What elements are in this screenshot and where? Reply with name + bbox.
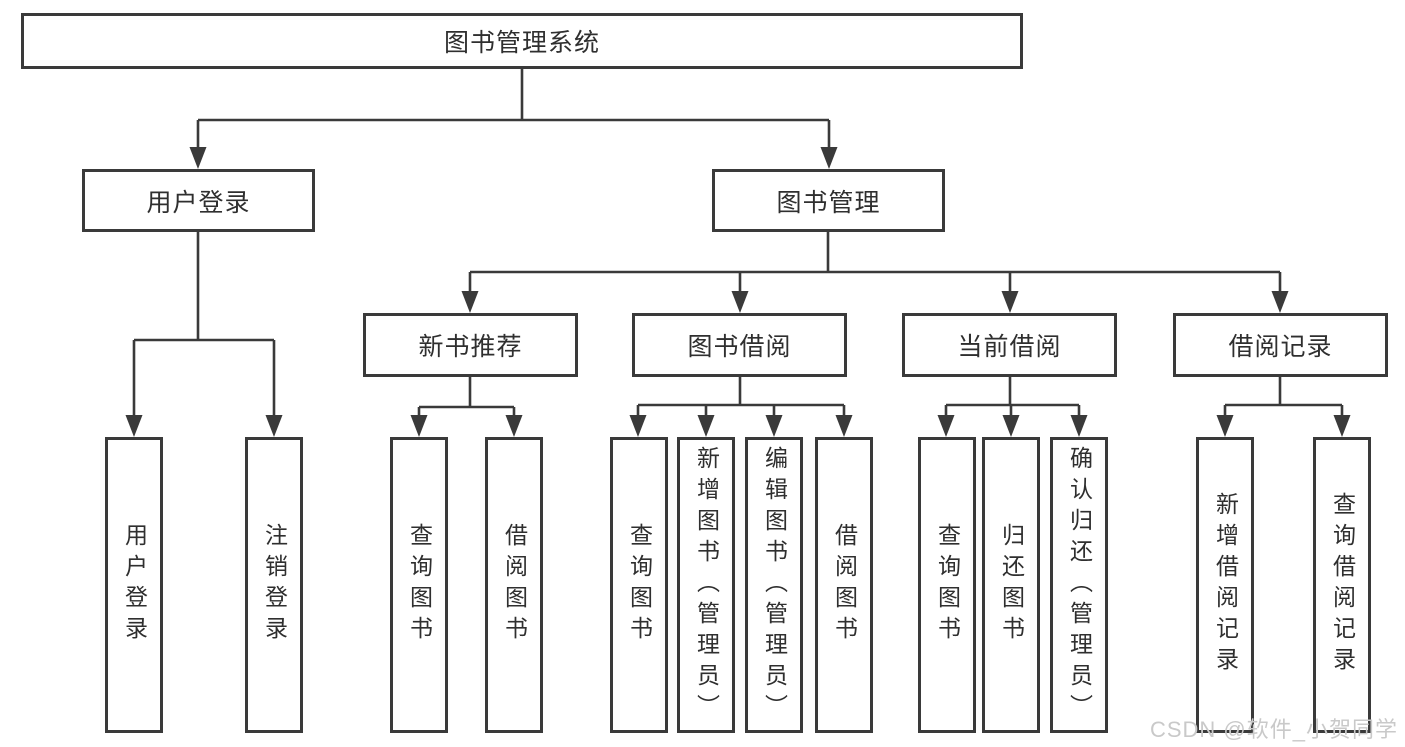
node-book-borrow: 图书借阅 <box>632 313 847 377</box>
node-label: 新增图书（管理员） <box>693 445 720 725</box>
node-borrow-records: 借阅记录 <box>1173 313 1388 377</box>
leaf-cb-confirm-return: 确认归还（管理员） <box>1050 437 1108 733</box>
leaf-nb-query-books: 查询图书 <box>390 437 448 733</box>
node-label: 编辑图书（管理员） <box>761 445 788 725</box>
node-label: 归还图书 <box>998 523 1025 647</box>
node-label: 用户登录 <box>146 188 251 217</box>
node-label: 图书管理 <box>776 188 881 217</box>
node-label: 注销登录 <box>261 523 288 647</box>
node-user-login: 用户登录 <box>82 169 315 232</box>
node-label: 图书管理系统 <box>443 29 600 57</box>
node-label: 借阅记录 <box>1228 333 1333 361</box>
leaf-user-login: 用户登录 <box>105 437 163 733</box>
leaf-logout: 注销登录 <box>245 437 303 733</box>
connector-lines <box>132 69 1344 422</box>
csdn-watermark: CSDN @软件_小贺同学 <box>1149 717 1398 742</box>
node-label: 查询图书 <box>626 523 653 647</box>
leaf-cb-return-books: 归还图书 <box>982 437 1040 733</box>
node-label: 借阅图书 <box>831 523 858 647</box>
leaf-br-add-record: 新增借阅记录 <box>1196 437 1254 733</box>
leaf-bb-query-books: 查询图书 <box>610 437 668 733</box>
leaf-br-query-record: 查询借阅记录 <box>1313 437 1371 733</box>
node-label: 用户登录 <box>121 523 148 647</box>
node-label: 确认归还（管理员） <box>1066 445 1093 725</box>
node-label: 图书借阅 <box>687 333 792 361</box>
node-label: 借阅图书 <box>501 523 528 647</box>
node-root: 图书管理系统 <box>21 13 1023 69</box>
node-label: 新书推荐 <box>418 333 523 361</box>
node-label: 新增借阅记录 <box>1212 492 1239 678</box>
connector-arrowheads <box>125 147 1351 437</box>
node-label: 查询借阅记录 <box>1329 492 1356 678</box>
node-label: 查询图书 <box>406 523 433 647</box>
leaf-cb-query-books: 查询图书 <box>918 437 976 733</box>
leaf-bb-edit-books: 编辑图书（管理员） <box>745 437 803 733</box>
node-book-management: 图书管理 <box>712 169 945 232</box>
leaf-bb-borrow-books: 借阅图书 <box>815 437 873 733</box>
node-new-book-recommend: 新书推荐 <box>363 313 578 377</box>
node-label: 当前借阅 <box>957 333 1062 361</box>
node-current-borrow: 当前借阅 <box>902 313 1117 377</box>
leaf-bb-add-books: 新增图书（管理员） <box>677 437 735 733</box>
node-label: 查询图书 <box>934 523 961 647</box>
leaf-nb-borrow-books: 借阅图书 <box>485 437 543 733</box>
